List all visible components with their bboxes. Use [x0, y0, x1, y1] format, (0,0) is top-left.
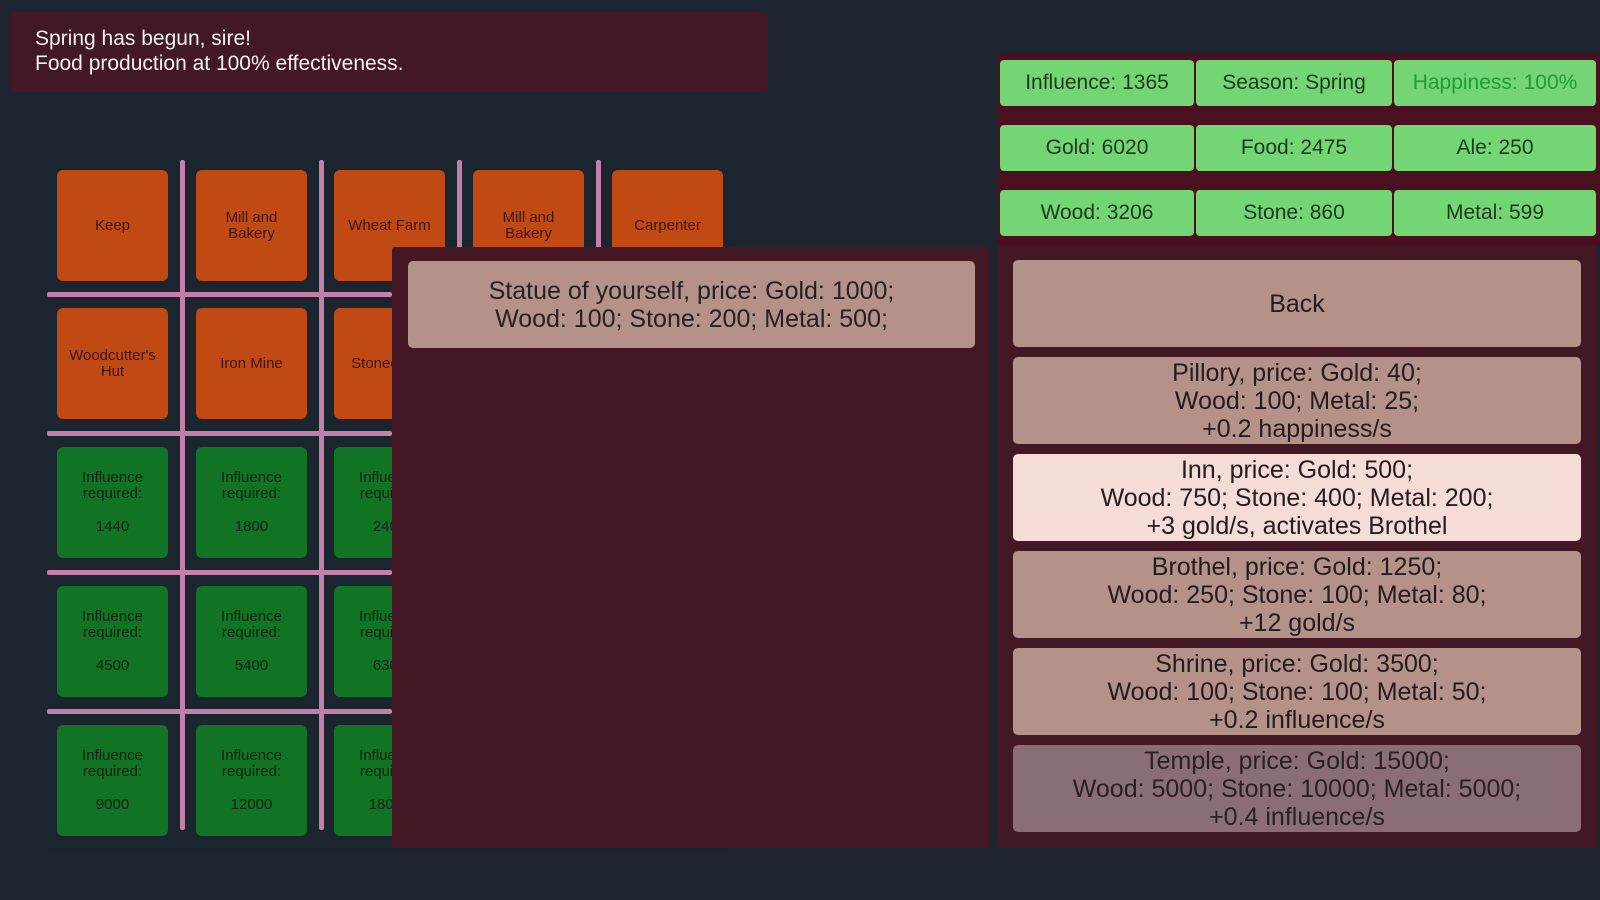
build-temple-button[interactable]: Temple, price: Gold: 15000; Wood: 5000; … [1013, 745, 1581, 832]
building-tile-label: Keep [94, 216, 131, 234]
locked-tile-value: 5400 [234, 657, 269, 674]
locked-tile[interactable]: Influence required: 1800 [196, 447, 307, 558]
build-statue-button[interactable]: Statue of yourself, price: Gold: 1000; W… [408, 261, 975, 348]
resource-stats-panel: Influence: 1365 Season: Spring Happiness… [997, 53, 1600, 245]
building-tile-label: Carpenter [634, 216, 701, 234]
stat-ale: Ale: 250 [1394, 125, 1596, 171]
building-tile-iron-mine[interactable]: Iron Mine [196, 308, 307, 419]
locked-tile-value: 9000 [95, 796, 130, 813]
back-button[interactable]: Back [1013, 260, 1581, 347]
locked-tile[interactable]: Influence required: 5400 [196, 586, 307, 697]
locked-tile-label: Influence required: [82, 608, 143, 641]
build-statue-label: Statue of yourself, price: Gold: 1000; W… [488, 276, 895, 333]
grid-divider [457, 160, 462, 250]
building-tile-woodcutters-hut[interactable]: Woodcutter's Hut [57, 308, 168, 419]
grid-divider [47, 431, 392, 436]
build-pillory-button[interactable]: Pillory, price: Gold: 40; Wood: 100; Met… [1013, 357, 1581, 444]
locked-tile[interactable]: Influence required: 9000 [57, 725, 168, 836]
stat-influence: Influence: 1365 [1000, 60, 1194, 106]
grid-divider [180, 160, 185, 830]
build-inn-button[interactable]: Inn, price: Gold: 500; Wood: 750; Stone:… [1013, 454, 1581, 541]
stat-metal: Metal: 599 [1394, 190, 1596, 236]
locked-tile-label: Influence required: [82, 469, 143, 502]
grid-divider [47, 570, 392, 575]
stat-stone: Stone: 860 [1196, 190, 1392, 236]
stat-wood: Wood: 3206 [1000, 190, 1194, 236]
locked-tile-value: 1440 [95, 518, 130, 535]
locked-tile[interactable]: Influence required: 12000 [196, 725, 307, 836]
stat-season: Season: Spring [1196, 60, 1392, 106]
event-message-line-2: Food production at 100% effectiveness. [35, 52, 404, 75]
building-tile-keep[interactable]: Keep [57, 170, 168, 281]
locked-tile-value: 12000 [230, 796, 273, 813]
locked-tile-label: Influence required: [221, 608, 282, 641]
locked-tile-label: Influence required: [82, 747, 143, 780]
stat-gold: Gold: 6020 [1000, 125, 1194, 171]
locked-tile-label: Influence required: [221, 469, 282, 502]
building-options-popup: Statue of yourself, price: Gold: 1000; W… [392, 247, 990, 848]
building-tile-label: Woodcutter's Hut [69, 346, 156, 380]
grid-divider [47, 709, 392, 714]
locked-tile-value: 4500 [95, 657, 130, 674]
building-tile-label: Mill and Bakery [225, 208, 278, 242]
build-shrine-button[interactable]: Shrine, price: Gold: 3500; Wood: 100; St… [1013, 648, 1581, 735]
event-message-line-1: Spring has begun, sire! [35, 27, 251, 50]
locked-tile[interactable]: Influence required: 1440 [57, 447, 168, 558]
stat-food: Food: 2475 [1196, 125, 1392, 171]
building-tile-label: Mill and Bakery [502, 208, 555, 242]
locked-tile-value: 1800 [234, 518, 269, 535]
stat-happiness: Happiness: 100% [1394, 60, 1596, 106]
event-message-box: Spring has begun, sire! Food production … [10, 12, 768, 92]
building-tile-label: Wheat Farm [348, 216, 431, 234]
building-tile-label: Iron Mine [220, 354, 283, 372]
grid-divider [596, 160, 601, 250]
buildings-list-panel: Back Pillory, price: Gold: 40; Wood: 100… [997, 245, 1597, 848]
building-tile-mill-and-bakery[interactable]: Mill and Bakery [196, 170, 307, 281]
locked-tile-label: Influence required: [221, 747, 282, 780]
grid-divider [319, 160, 324, 830]
build-brothel-button[interactable]: Brothel, price: Gold: 1250; Wood: 250; S… [1013, 551, 1581, 638]
grid-divider [47, 292, 392, 297]
locked-tile[interactable]: Influence required: 4500 [57, 586, 168, 697]
